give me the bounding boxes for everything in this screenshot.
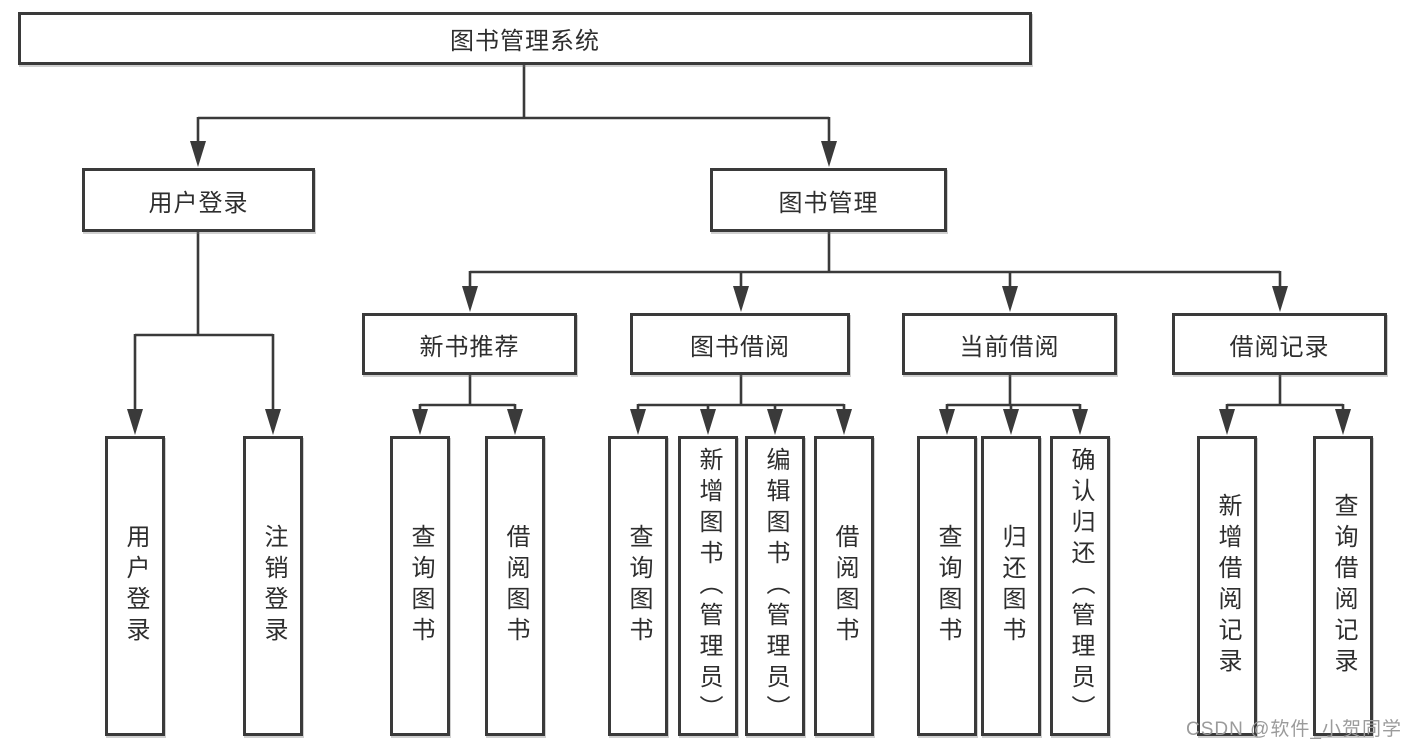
leaf-user-login: 用户登录 xyxy=(105,436,165,736)
leaf-confirm-return-admin-label: 确认归还（管理员） xyxy=(1067,446,1094,726)
leaf-query-books-borrowing-label: 查询图书 xyxy=(625,524,652,648)
leaf-query-borrow-record-label: 查询借阅记录 xyxy=(1330,493,1357,679)
leaf-logout: 注销登录 xyxy=(243,436,303,736)
leaf-query-books-recommend: 查询图书 xyxy=(390,436,450,736)
leaf-query-books-borrowing: 查询图书 xyxy=(608,436,668,736)
leaf-add-books-admin: 新增图书（管理员） xyxy=(678,436,738,736)
leaf-return-books-label: 归还图书 xyxy=(998,524,1025,648)
node-user-login-label: 用户登录 xyxy=(148,189,249,217)
leaf-borrow-books-recommend-label: 借阅图书 xyxy=(502,524,529,648)
node-borrowing-records-label: 借阅记录 xyxy=(1229,333,1330,361)
node-user-login: 用户登录 xyxy=(82,168,315,232)
leaf-query-books-current-label: 查询图书 xyxy=(934,524,961,648)
leaf-borrow-books-label: 借阅图书 xyxy=(831,524,858,648)
leaf-query-books-recommend-label: 查询图书 xyxy=(407,524,434,648)
node-book-borrowing-label: 图书借阅 xyxy=(690,333,790,361)
node-book-management: 图书管理 xyxy=(710,168,947,232)
leaf-add-books-admin-label: 新增图书（管理员） xyxy=(695,446,722,726)
node-current-borrowing-label: 当前借阅 xyxy=(959,333,1060,361)
arrowheads xyxy=(127,141,1351,435)
node-borrowing-records: 借阅记录 xyxy=(1172,313,1387,375)
leaf-confirm-return-admin: 确认归还（管理员） xyxy=(1050,436,1110,736)
leaf-edit-books-admin: 编辑图书（管理员） xyxy=(745,436,805,736)
node-new-book-recommend: 新书推荐 xyxy=(362,313,577,375)
node-book-borrowing: 图书借阅 xyxy=(630,313,850,375)
node-book-management-label: 图书管理 xyxy=(778,189,879,217)
node-root-label: 图书管理系统 xyxy=(450,28,600,55)
node-root: 图书管理系统 xyxy=(18,12,1032,65)
leaf-return-books: 归还图书 xyxy=(981,436,1041,736)
leaf-query-books-current: 查询图书 xyxy=(917,436,977,736)
leaf-borrow-books: 借阅图书 xyxy=(814,436,874,736)
leaf-logout-label: 注销登录 xyxy=(260,524,287,648)
leaf-edit-books-admin-label: 编辑图书（管理员） xyxy=(762,446,789,726)
leaf-query-borrow-record: 查询借阅记录 xyxy=(1313,436,1373,736)
node-current-borrowing: 当前借阅 xyxy=(902,313,1117,375)
leaf-add-borrow-record: 新增借阅记录 xyxy=(1197,436,1257,736)
node-new-book-recommend-label: 新书推荐 xyxy=(419,333,520,361)
leaf-add-borrow-record-label: 新增借阅记录 xyxy=(1214,493,1241,679)
csdn-watermark: CSDN @软件_小贺同学 xyxy=(1186,719,1402,740)
leaf-user-login-label: 用户登录 xyxy=(122,524,149,648)
leaf-borrow-books-recommend: 借阅图书 xyxy=(485,436,545,736)
connector-segments xyxy=(133,65,1345,413)
